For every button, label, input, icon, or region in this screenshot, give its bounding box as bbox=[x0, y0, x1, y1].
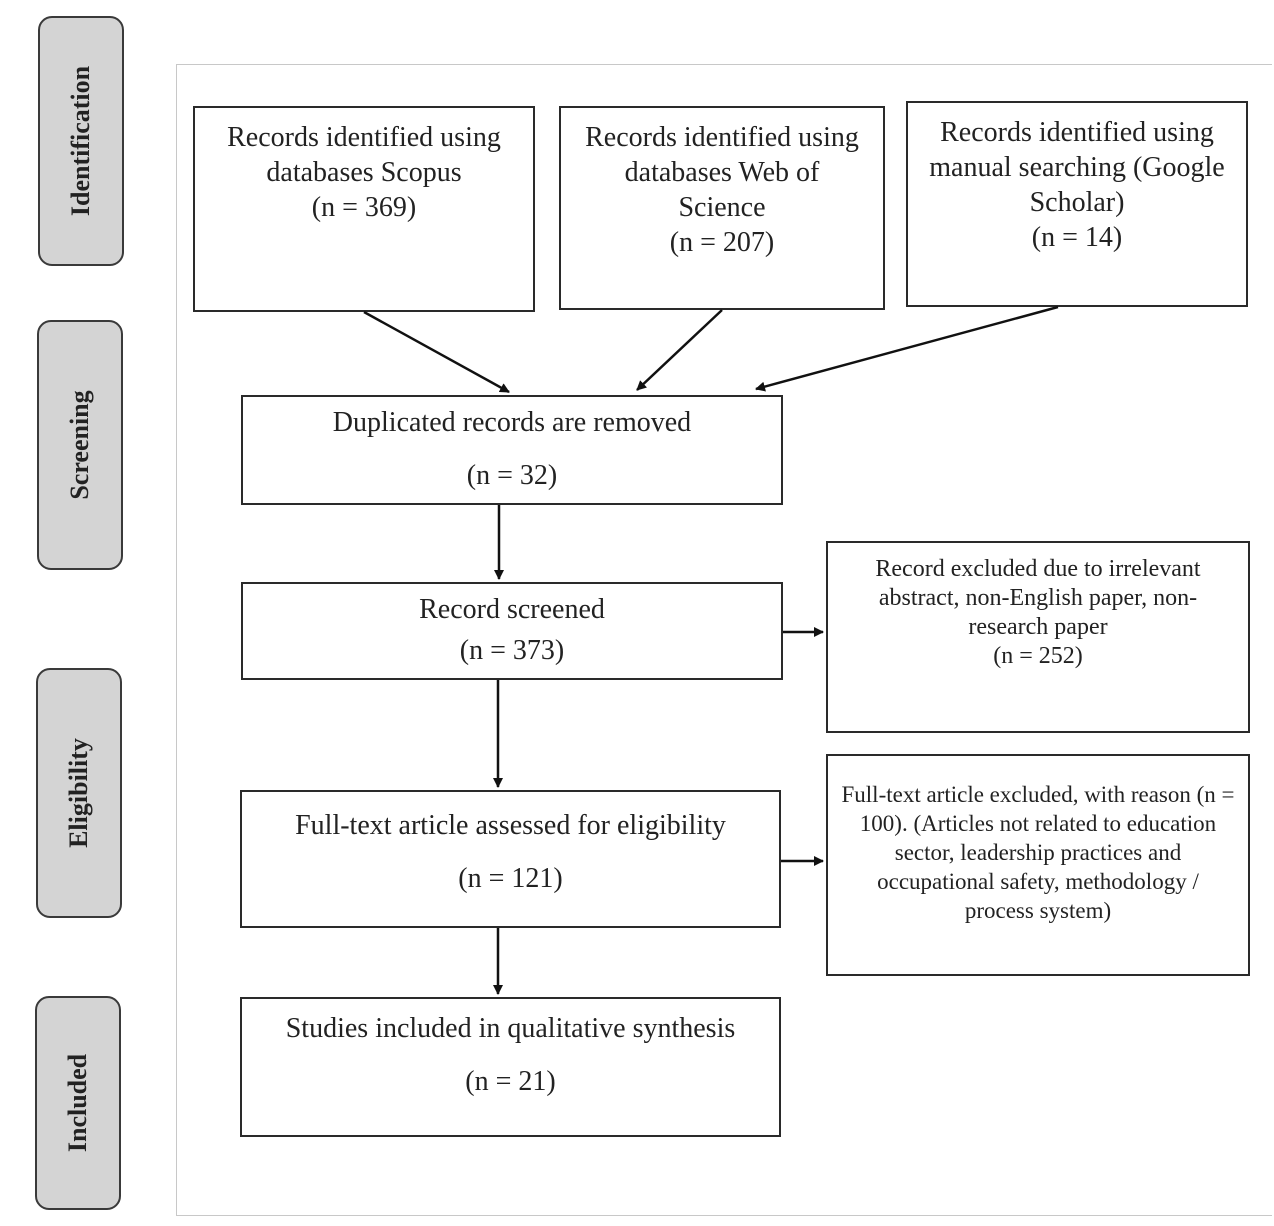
stage-included: Included bbox=[35, 996, 121, 1210]
box-included-text: Studies included in qualitative synthesi… bbox=[285, 1013, 736, 1044]
stage-identification: Identification bbox=[38, 16, 124, 266]
box-fulltext-excluded-text: Full-text article excluded, with reason … bbox=[841, 782, 1235, 923]
box-scopus-count: (n = 369) bbox=[311, 192, 417, 223]
box-screened-text: Record screened bbox=[419, 594, 605, 625]
box-manual-text: Records identified using manual searchin… bbox=[929, 117, 1225, 218]
box-manual-count: (n = 14) bbox=[1031, 222, 1123, 253]
arrow-wos-to-duplicates bbox=[636, 309, 723, 391]
box-web-of-science: Records identified using databases Web o… bbox=[559, 106, 885, 310]
box-record-excluded-count: (n = 252) bbox=[993, 643, 1083, 669]
box-studies-included: Studies included in qualitative synthesi… bbox=[240, 997, 781, 1137]
box-duplicates-count: (n = 32) bbox=[466, 460, 558, 491]
box-record-screened: Record screened (n = 373) bbox=[241, 582, 783, 680]
box-wos-text: Records identified using databases Web o… bbox=[585, 122, 859, 223]
diagram-frame bbox=[176, 64, 1272, 1216]
box-duplicates-removed: Duplicated records are removed (n = 32) bbox=[241, 395, 783, 505]
arrow-manual-to-duplicates bbox=[755, 305, 1059, 392]
box-record-excluded: Record excluded due to irrelevant abstra… bbox=[826, 541, 1250, 733]
box-scopus-text: Records identified using databases Scopu… bbox=[227, 122, 501, 188]
box-fulltext-assessed: Full-text article assessed for eligibili… bbox=[240, 790, 781, 928]
box-scopus: Records identified using databases Scopu… bbox=[193, 106, 535, 312]
box-manual-search: Records identified using manual searchin… bbox=[906, 101, 1248, 307]
box-included-count: (n = 21) bbox=[465, 1066, 556, 1097]
stage-screening: Screening bbox=[37, 320, 123, 570]
box-duplicates-text: Duplicated records are removed bbox=[332, 407, 692, 438]
arrow-scopus-to-duplicates bbox=[363, 310, 510, 394]
box-fulltext-text: Full-text article assessed for eligibili… bbox=[295, 810, 726, 841]
box-record-excluded-text: Record excluded due to irrelevant abstra… bbox=[875, 556, 1201, 640]
stage-eligibility: Eligibility bbox=[36, 668, 122, 918]
box-wos-count: (n = 207) bbox=[669, 227, 775, 258]
box-screened-count: (n = 373) bbox=[459, 635, 565, 666]
box-fulltext-excluded: Full-text article excluded, with reason … bbox=[826, 754, 1250, 976]
box-fulltext-count: (n = 121) bbox=[458, 863, 563, 894]
